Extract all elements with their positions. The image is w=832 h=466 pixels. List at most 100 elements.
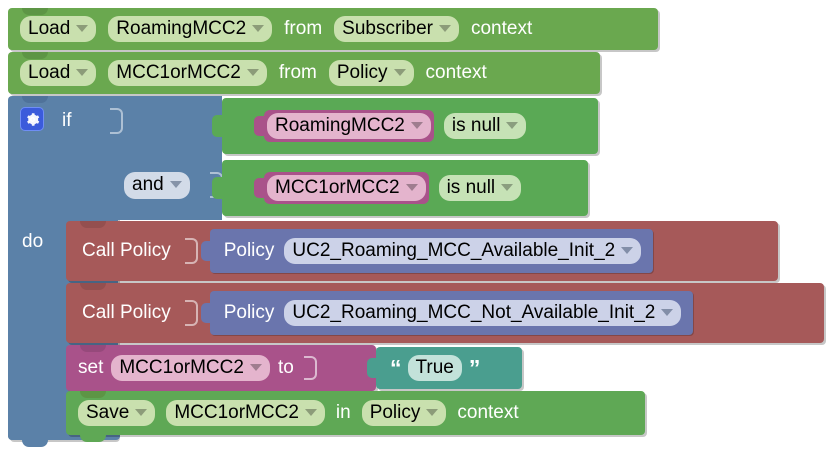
chevron-down-icon [501, 184, 514, 191]
condition-row-2[interactable]: MCC1orMCC2 is null [212, 160, 588, 216]
condition-variable-label-1: RoamingMCC2 [275, 114, 405, 136]
block-notch [80, 283, 106, 290]
policy-value-block-1[interactable]: Policy UC2_Roaming_MCC_Available_Init_2 [200, 229, 654, 273]
load-action-dropdown-1[interactable]: Load [20, 15, 97, 43]
set-variable-label: MCC1orMCC2 [119, 356, 244, 378]
load-preposition-2: from [278, 62, 317, 83]
value-plug [254, 178, 266, 198]
policy-value-text-1: UC2_Roaming_MCC_Available_Init_2 [292, 239, 616, 261]
policy-value-dropdown-1[interactable]: UC2_Roaming_MCC_Available_Init_2 [284, 237, 642, 265]
policy-value-text-2: UC2_Roaming_MCC_Not_Available_Init_2 [292, 301, 656, 323]
condition-operator-dropdown-2[interactable]: and [124, 172, 190, 199]
value-plug [212, 177, 224, 199]
load-action-label-2: Load [28, 61, 71, 83]
chevron-down-icon [135, 409, 148, 416]
condition-test-label-1: is null [451, 114, 501, 136]
text-literal-block[interactable]: “ True ” [367, 347, 522, 389]
open-quote-icon: “ [390, 354, 401, 381]
text-literal-field[interactable]: True [407, 354, 462, 382]
load-action-label-1: Load [28, 17, 71, 39]
condition-variable-chip-2[interactable]: MCC1orMCC2 [267, 174, 426, 202]
chevron-down-icon [661, 309, 674, 316]
set-variable-dropdown[interactable]: MCC1orMCC2 [111, 354, 270, 382]
do-label: do [22, 231, 44, 252]
call-policy-label-1: Call Policy [82, 240, 171, 261]
chevron-down-icon [621, 247, 634, 254]
block-notch [22, 52, 48, 59]
chevron-down-icon [438, 25, 451, 32]
chevron-down-icon [506, 122, 519, 129]
policy-value-block-2[interactable]: Policy UC2_Roaming_MCC_Not_Available_Ini… [200, 291, 694, 335]
call-policy-socket-1[interactable] [184, 238, 198, 264]
set-label: set [78, 357, 104, 378]
value-plug [254, 116, 266, 136]
value-plug [200, 241, 212, 261]
condition-variable-dropdown-1[interactable]: RoamingMCC2 [254, 109, 434, 143]
condition-row-1[interactable]: RoamingMCC2 is null [212, 98, 598, 154]
chevron-down-icon [249, 364, 262, 371]
save-action-label: Save [86, 401, 130, 423]
policy-field-label-2: Policy [223, 302, 275, 323]
value-plug [212, 115, 224, 137]
chevron-down-icon [76, 69, 89, 76]
if-label: if [62, 110, 72, 131]
chevron-down-icon [410, 122, 423, 129]
value-plug [200, 303, 212, 323]
block-notch [80, 391, 106, 398]
load-context-dropdown-2[interactable]: Policy [328, 59, 414, 87]
chevron-down-icon [246, 69, 259, 76]
condition-test-label-2: is null [446, 176, 496, 198]
block-notch [22, 96, 48, 103]
call-policy-socket-2[interactable] [184, 300, 198, 326]
condition-variable-label-2: MCC1orMCC2 [275, 176, 400, 198]
load-context-dropdown-1[interactable]: Subscriber [334, 15, 459, 43]
set-variable-block[interactable]: set MCC1orMCC2 to [66, 345, 376, 391]
policy-field-label-1: Policy [223, 240, 275, 261]
chevron-down-icon [304, 409, 317, 416]
call-policy-block-2[interactable]: Call Policy Policy UC2_Roaming_MCC_Not_A… [66, 283, 824, 343]
load-context-label-2: Policy [336, 61, 388, 83]
if-block-bottom-notch [22, 438, 48, 447]
block-notch [80, 345, 106, 352]
if-condition-rail [110, 96, 222, 220]
load-block-2[interactable]: Load MCC1orMCC2 from Policy context [8, 52, 600, 94]
chevron-down-icon [169, 181, 182, 189]
call-policy-label-2: Call Policy [82, 302, 171, 323]
save-context-label: Policy [369, 401, 421, 423]
condition-variable-dropdown-2[interactable]: MCC1orMCC2 [254, 171, 429, 205]
load-suffix-1: context [470, 18, 533, 39]
save-block-bottom-notch [80, 433, 106, 442]
load-action-dropdown-2[interactable]: Load [20, 59, 97, 87]
block-notch [22, 8, 48, 15]
condition-operator-label-2: and [132, 174, 164, 195]
load-variable-dropdown-1[interactable]: RoamingMCC2 [108, 15, 273, 43]
chevron-down-icon [252, 25, 265, 32]
load-variable-label-2: MCC1orMCC2 [116, 61, 241, 83]
gear-icon[interactable] [20, 107, 44, 131]
load-block-1[interactable]: Load RoamingMCC2 from Subscriber context [8, 8, 658, 50]
call-policy-block-1[interactable]: Call Policy Policy UC2_Roaming_MCC_Avail… [66, 221, 778, 281]
chevron-down-icon [393, 69, 406, 76]
save-variable-dropdown[interactable]: MCC1orMCC2 [166, 399, 325, 427]
condition-variable-chip-1[interactable]: RoamingMCC2 [267, 112, 431, 140]
chevron-down-icon [405, 184, 418, 191]
value-plug [367, 358, 378, 378]
policy-value-dropdown-2[interactable]: UC2_Roaming_MCC_Not_Available_Init_2 [284, 299, 682, 327]
close-quote-icon: ” [468, 354, 480, 381]
save-preposition: in [335, 402, 351, 423]
load-context-label-1: Subscriber [342, 17, 433, 39]
save-suffix: context [457, 402, 519, 423]
save-block[interactable]: Save MCC1orMCC2 in Policy context [66, 391, 645, 435]
set-value-socket[interactable] [303, 356, 317, 380]
if-condition-socket[interactable] [110, 108, 123, 134]
chevron-down-icon [76, 25, 89, 32]
condition-test-dropdown-1[interactable]: is null [443, 112, 527, 140]
condition-test-dropdown-2[interactable]: is null [438, 174, 522, 202]
save-context-dropdown[interactable]: Policy [361, 399, 447, 427]
load-variable-dropdown-2[interactable]: MCC1orMCC2 [108, 59, 267, 87]
save-variable-label: MCC1orMCC2 [174, 401, 299, 423]
text-literal-value: True [415, 356, 454, 378]
block-notch [80, 221, 106, 228]
save-action-dropdown[interactable]: Save [78, 399, 156, 427]
